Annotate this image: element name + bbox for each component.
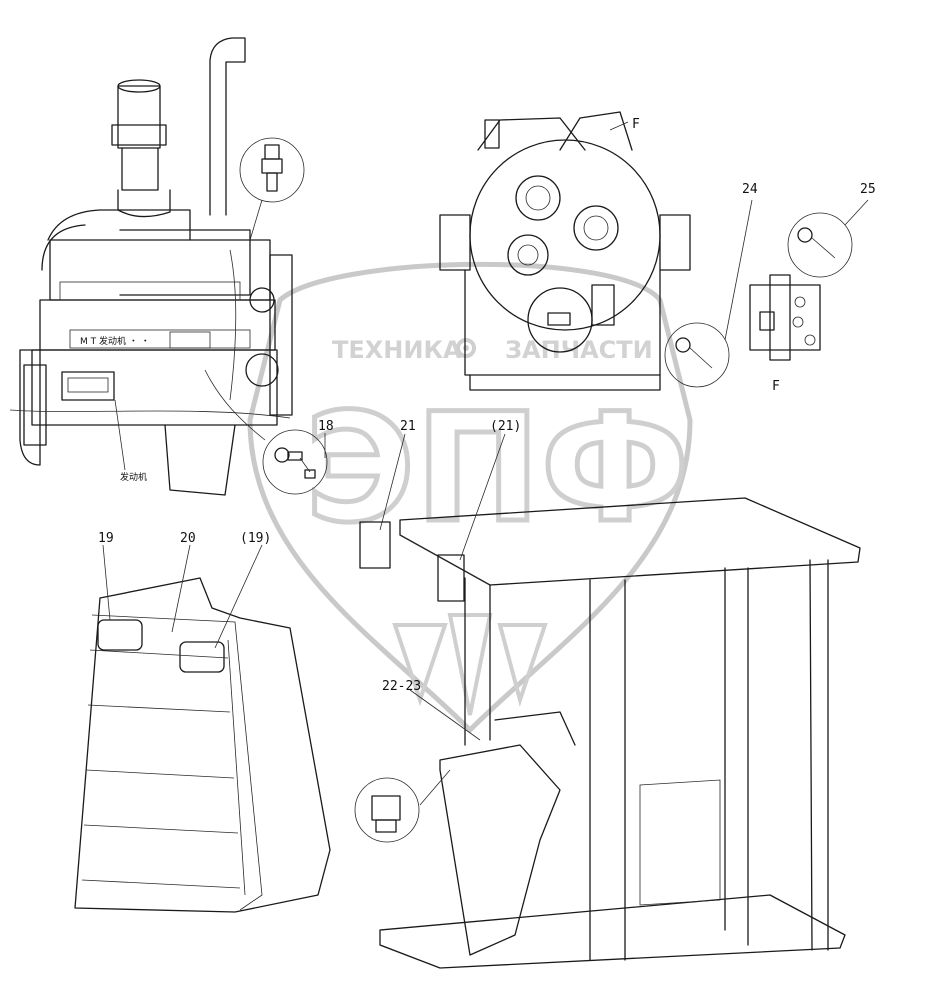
callout-label-19b: (19): [240, 531, 271, 546]
svg-text:M T 发动机 ・ ・: M T 发动机 ・ ・: [80, 335, 150, 347]
view-label-f-top: F: [632, 117, 640, 132]
callout-25: 25: [787, 182, 876, 278]
callout-label-21b: (21): [490, 419, 521, 434]
engine-assembly: M T 发动机 ・ ・ 发动机: [9, 37, 305, 496]
callout-22-23: 22-23: [354, 679, 481, 843]
watermark-logo: ТЕХНИКА ЗАПЧАСТИ ЭПФ: [247, 261, 693, 734]
watermark-left-word: ТЕХНИКА: [332, 336, 462, 364]
transmission-assembly: F: [439, 111, 691, 391]
callout-label-24: 24: [742, 182, 758, 197]
wheat-ornament: [392, 613, 548, 716]
callout-24: 24: [664, 182, 758, 388]
callout-label-19: 19: [98, 531, 114, 546]
cab-rear-panel: 19 20 (19): [74, 531, 331, 913]
callout-label-20: 20: [180, 531, 196, 546]
watermark-right-word: ЗАПЧАСТИ: [505, 336, 653, 364]
callout-label-22-23: 22-23: [382, 679, 421, 694]
callout-label-21: 21: [400, 419, 416, 434]
callout-label-18: 18: [318, 419, 334, 434]
view-label-f-side: F: [772, 379, 780, 394]
cab-frame: 21 (21): [359, 419, 861, 969]
valve-block-view-f: F: [749, 274, 821, 394]
watermark-logo-letters: ЭПФ: [305, 382, 689, 556]
engine-plate-label: 发动机: [120, 471, 147, 483]
callout-18: 18: [262, 419, 334, 495]
callout-label-25: 25: [860, 182, 876, 197]
